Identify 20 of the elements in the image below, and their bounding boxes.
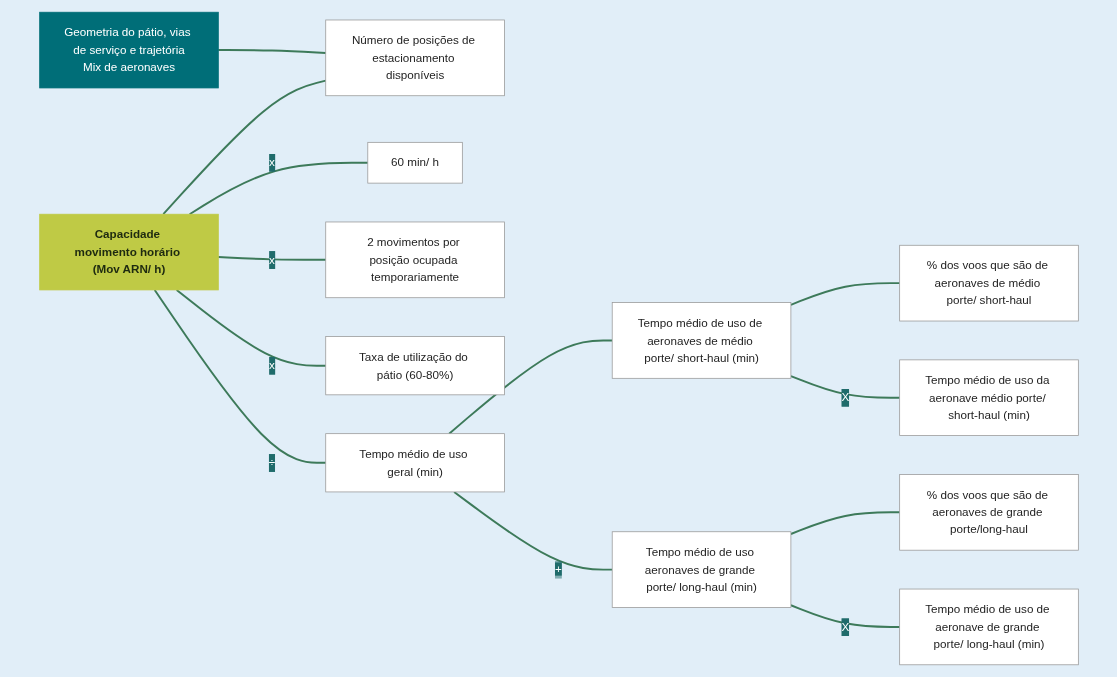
process-box: Tempo médio de uso da aeronave médio porte/ short-haul (min): [898, 359, 1079, 436]
operator-label: X: [840, 618, 849, 636]
process-box: Capacidade movimento horário (Mov ARN/ h): [38, 213, 219, 291]
process-box: Taxa de utilização do pátio (60-80%): [324, 336, 505, 396]
process-box: Tempo médio de uso de aeronave de grande porte/ long-haul (min): [898, 588, 1079, 666]
process-box: Número de posições de estacionamento disponíveis: [324, 19, 505, 97]
process-box: 2 movimentos por posição ocupada temporariamente: [324, 221, 505, 299]
process-box: 60 min/ h: [366, 141, 463, 184]
process-box: Geometria do pátio, vias de serviço e trajetória Mix de aeronaves: [38, 11, 219, 89]
operator-label: x: [268, 154, 275, 172]
operator-label: ÷: [268, 454, 275, 472]
operator-label: X: [840, 389, 849, 407]
operator-label: x: [268, 251, 275, 269]
process-box: Tempo médio de uso aeronaves de grande porte/ long-haul (min): [611, 531, 791, 608]
process-box: Tempo médio de uso de aeronaves de médio porte/ short-haul (min): [611, 302, 791, 379]
operator-label: x: [268, 356, 275, 375]
process-box: % dos voos que são de aeronaves de grande porte/long-haul: [898, 474, 1079, 551]
process-box: Tempo médio de uso geral (min): [324, 433, 505, 493]
operator-label: +: [554, 560, 562, 579]
process-box: % dos voos que são de aeronaves de médio porte/ short-haul: [898, 244, 1079, 322]
